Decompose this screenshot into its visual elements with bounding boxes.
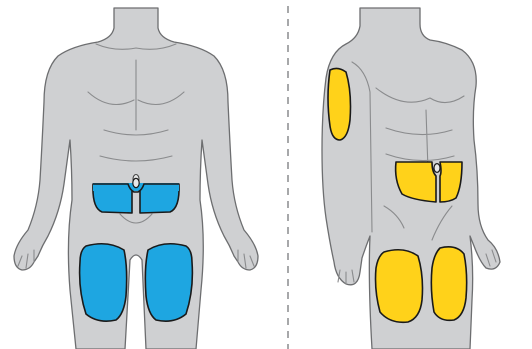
front-figure xyxy=(14,8,258,349)
side-right-thigh-zone xyxy=(431,247,466,320)
side-upper-arm-zone xyxy=(328,68,351,140)
side-navel-cutout xyxy=(434,164,440,173)
side-figure xyxy=(322,8,500,349)
front-right-thigh-zone xyxy=(145,244,192,321)
front-navel-cutout xyxy=(133,178,139,187)
front-left-thigh-zone xyxy=(80,244,127,321)
side-left-thigh-zone xyxy=(376,250,423,323)
